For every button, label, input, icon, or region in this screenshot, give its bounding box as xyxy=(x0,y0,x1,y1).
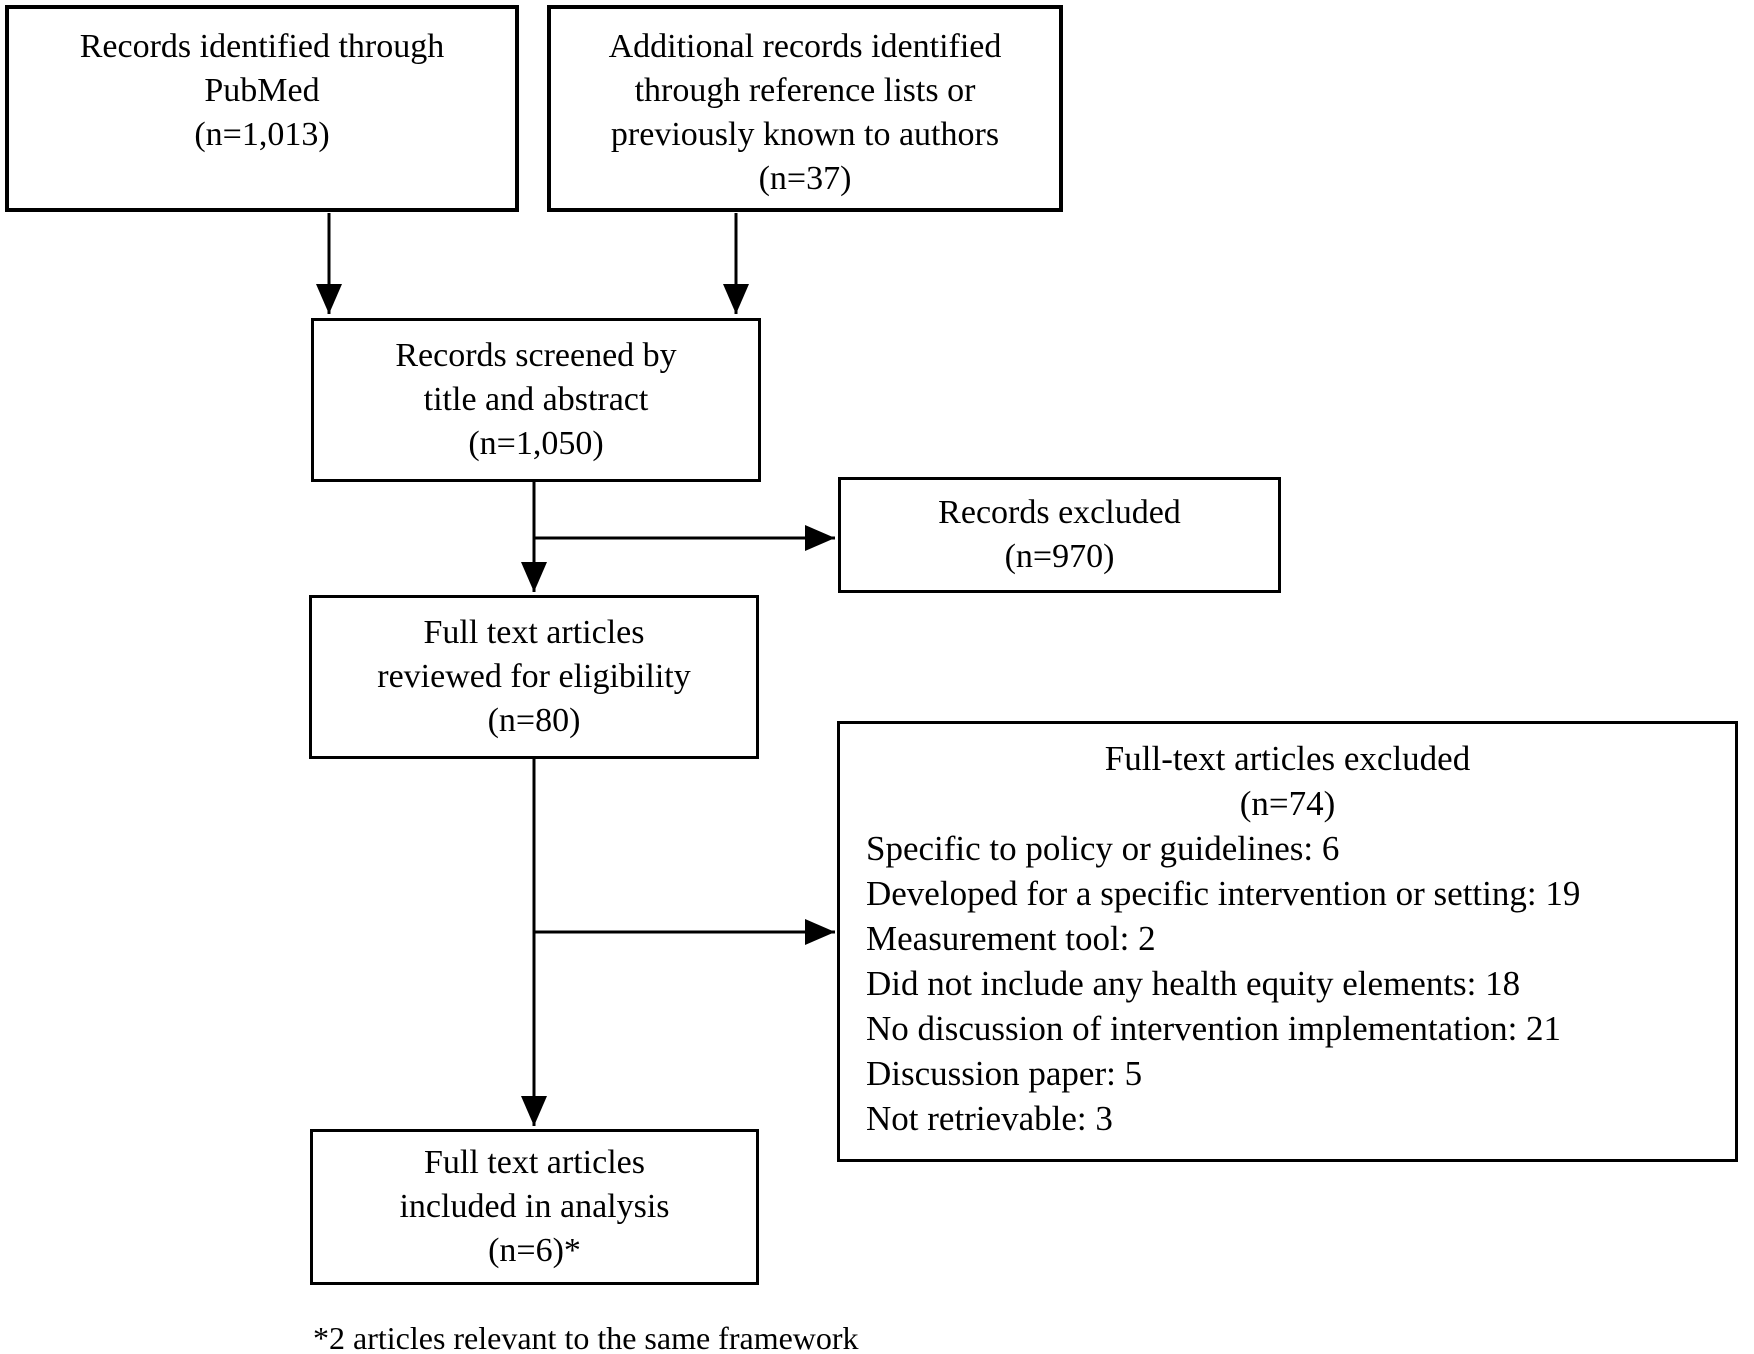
box-text-line: Full text articles xyxy=(424,1144,645,1181)
box-additional-records-identified: Additional records identified through re… xyxy=(547,5,1063,212)
box-records-identified-pubmed: Records identified through PubMed (n=1,0… xyxy=(5,5,519,212)
box-text-line: PubMed xyxy=(204,72,320,109)
box-count-line: (n=37) xyxy=(758,160,852,197)
box-records-excluded: Records excluded (n=970) xyxy=(838,477,1281,593)
box-text-line: previously known to authors xyxy=(610,116,1000,153)
box-text-line: Records excluded xyxy=(938,494,1181,531)
exclusion-reason: Specific to policy or guidelines: 6 xyxy=(866,829,1340,868)
exclusion-reason: Did not include any health equity elemen… xyxy=(866,964,1521,1003)
box-included-in-analysis: Full text articles included in analysis … xyxy=(310,1129,759,1285)
box-text-line: reviewed for eligibility xyxy=(377,658,691,695)
box-count-line: (n=970) xyxy=(1004,538,1115,575)
box-text-line: title and abstract xyxy=(423,381,649,418)
box-text-line: through reference lists or xyxy=(634,72,976,109)
box-count-line: (n=1,013) xyxy=(194,116,330,153)
box-text-line: included in analysis xyxy=(399,1188,670,1225)
exclusion-reason: Not retrievable: 3 xyxy=(866,1099,1113,1138)
box-records-screened: Records screened by title and abstract (… xyxy=(311,318,761,482)
box-fulltext-excluded: Full-text articles excluded (n=74) Speci… xyxy=(837,721,1738,1162)
box-fulltext-reviewed: Full text articles reviewed for eligibil… xyxy=(309,595,759,759)
box-count-line: (n=1,050) xyxy=(468,425,604,462)
box-title-line: Full-text articles excluded xyxy=(1104,739,1471,778)
exclusion-reason: No discussion of intervention implementa… xyxy=(866,1009,1562,1048)
box-text-line: Records screened by xyxy=(395,337,677,374)
footnote: *2 articles relevant to the same framewo… xyxy=(313,1320,859,1354)
exclusion-reason: Discussion paper: 5 xyxy=(866,1054,1143,1093)
exclusion-reason: Measurement tool: 2 xyxy=(866,919,1156,958)
box-count-line: (n=80) xyxy=(487,702,581,739)
box-text-line: Full text articles xyxy=(423,614,645,651)
box-text-line: Additional records identified xyxy=(608,28,1002,65)
box-count-line: (n=6)* xyxy=(488,1232,581,1269)
box-text-line: Records identified through xyxy=(79,28,445,65)
box-count-line: (n=74) xyxy=(1239,784,1336,823)
exclusion-reason: Developed for a specific intervention or… xyxy=(866,874,1581,913)
